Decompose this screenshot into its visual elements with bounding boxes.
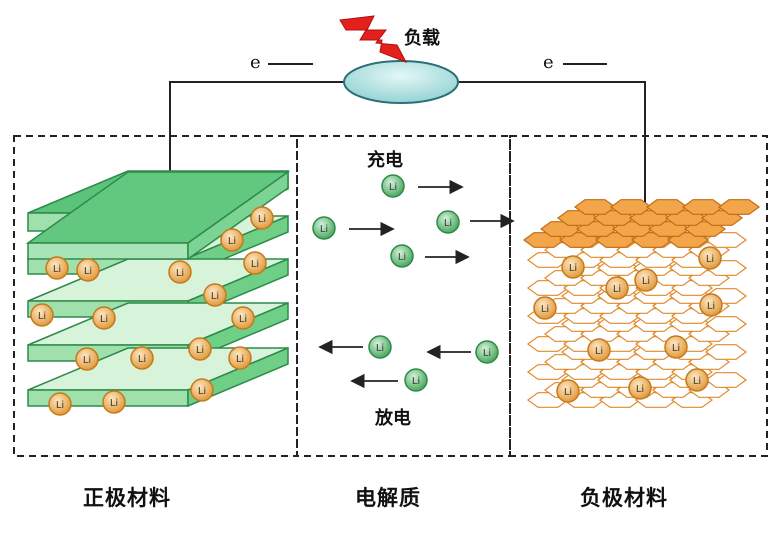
lithium-ion-icon: Li bbox=[220, 228, 244, 252]
svg-text:Li: Li bbox=[53, 264, 61, 275]
lithium-ion-icon: Li bbox=[605, 276, 629, 300]
lithium-ion-icon: Li bbox=[634, 268, 658, 292]
lightning-bolt-icon bbox=[339, 15, 408, 63]
lithium-ion-icon: Li bbox=[587, 338, 611, 362]
svg-text:Li: Li bbox=[613, 284, 621, 295]
cathode-title: 正极材料 bbox=[83, 486, 171, 510]
svg-text:Li: Li bbox=[211, 291, 219, 302]
lithium-ion-icon: Li bbox=[685, 368, 709, 392]
charge-label: 充电 bbox=[367, 150, 403, 171]
svg-text:Li: Li bbox=[110, 398, 118, 409]
lithium-ion-icon: Li bbox=[130, 346, 154, 370]
svg-text:Li: Li bbox=[251, 259, 259, 270]
anode-top-layer bbox=[522, 199, 761, 248]
svg-text:Li: Li bbox=[239, 314, 247, 325]
svg-text:Li: Li bbox=[706, 254, 714, 265]
lithium-ion-icon: Li bbox=[475, 340, 499, 364]
lithium-ion-icon: Li bbox=[664, 335, 688, 359]
load-label: 负载 bbox=[404, 28, 440, 49]
svg-text:Li: Li bbox=[376, 343, 384, 354]
lithium-ion-icon: Li bbox=[312, 216, 336, 240]
lithium-ion-icon: Li bbox=[699, 293, 723, 317]
svg-text:Li: Li bbox=[258, 214, 266, 225]
svg-text:Li: Li bbox=[483, 348, 491, 359]
lithium-ion-icon: Li bbox=[45, 256, 69, 280]
svg-text:Li: Li bbox=[389, 182, 397, 193]
svg-text:Li: Li bbox=[56, 400, 64, 411]
lithium-ion-icon: Li bbox=[390, 244, 414, 268]
lithium-ion-icon: Li bbox=[228, 346, 252, 370]
lithium-ion-icon: Li bbox=[102, 390, 126, 414]
lithium-ion-icon: Li bbox=[556, 379, 580, 403]
svg-text:Li: Li bbox=[38, 311, 46, 322]
lithium-ion-icon: Li bbox=[250, 206, 274, 230]
cathode-box bbox=[13, 135, 298, 457]
svg-text:Li: Li bbox=[569, 263, 577, 274]
svg-text:Li: Li bbox=[636, 384, 644, 395]
svg-text:Li: Li bbox=[642, 276, 650, 287]
svg-text:Li: Li bbox=[228, 236, 236, 247]
svg-text:Li: Li bbox=[444, 218, 452, 229]
lithium-ion-icon: Li bbox=[75, 347, 99, 371]
cathode-top-sheet bbox=[25, 170, 291, 261]
svg-text:Li: Li bbox=[236, 354, 244, 365]
svg-text:Li: Li bbox=[564, 387, 572, 398]
svg-text:Li: Li bbox=[541, 304, 549, 315]
electron-label-right: e bbox=[543, 52, 554, 73]
circuit-wire-right bbox=[455, 81, 646, 205]
lithium-ion-icon: Li bbox=[533, 296, 557, 320]
svg-text:Li: Li bbox=[707, 301, 715, 312]
lithium-ion-icon: Li bbox=[436, 210, 460, 234]
electrolyte-title: 电解质 bbox=[355, 486, 421, 510]
lithium-ion-icon: Li bbox=[368, 335, 392, 359]
circuit-wire-left bbox=[169, 81, 345, 195]
lithium-ion-icon: Li bbox=[203, 283, 227, 307]
lithium-ion-icon: Li bbox=[698, 246, 722, 270]
lithium-ion-icon: Li bbox=[381, 174, 405, 198]
svg-text:Li: Li bbox=[398, 252, 406, 263]
svg-text:Li: Li bbox=[196, 345, 204, 356]
lithium-ion-icon: Li bbox=[231, 306, 255, 330]
electron-label-left: e bbox=[250, 52, 261, 73]
lithium-ion-icon: Li bbox=[76, 258, 100, 282]
lithium-ion-icon: Li bbox=[190, 378, 214, 402]
anode-title: 负极材料 bbox=[580, 486, 668, 510]
svg-text:Li: Li bbox=[412, 376, 420, 387]
electrolyte-box bbox=[296, 135, 511, 457]
lithium-ion-icon: Li bbox=[30, 303, 54, 327]
lithium-ion-icon: Li bbox=[404, 368, 428, 392]
svg-text:Li: Li bbox=[138, 354, 146, 365]
svg-text:Li: Li bbox=[672, 343, 680, 354]
svg-text:Li: Li bbox=[84, 266, 92, 277]
svg-text:Li: Li bbox=[320, 224, 328, 235]
lithium-ion-icon: Li bbox=[561, 255, 585, 279]
lithium-ion-icon: Li bbox=[243, 251, 267, 275]
svg-text:Li: Li bbox=[595, 346, 603, 357]
svg-text:Li: Li bbox=[83, 355, 91, 366]
discharge-label: 放电 bbox=[375, 408, 411, 429]
lithium-ion-icon: Li bbox=[92, 306, 116, 330]
svg-text:Li: Li bbox=[693, 376, 701, 387]
svg-text:Li: Li bbox=[176, 268, 184, 279]
svg-text:Li: Li bbox=[100, 314, 108, 325]
svg-text:Li: Li bbox=[198, 386, 206, 397]
lithium-ion-icon: Li bbox=[188, 337, 212, 361]
lithium-ion-icon: Li bbox=[48, 392, 72, 416]
lithium-ion-icon: Li bbox=[628, 376, 652, 400]
lithium-ion-icon: Li bbox=[168, 260, 192, 284]
load-ellipse-icon bbox=[343, 60, 459, 104]
